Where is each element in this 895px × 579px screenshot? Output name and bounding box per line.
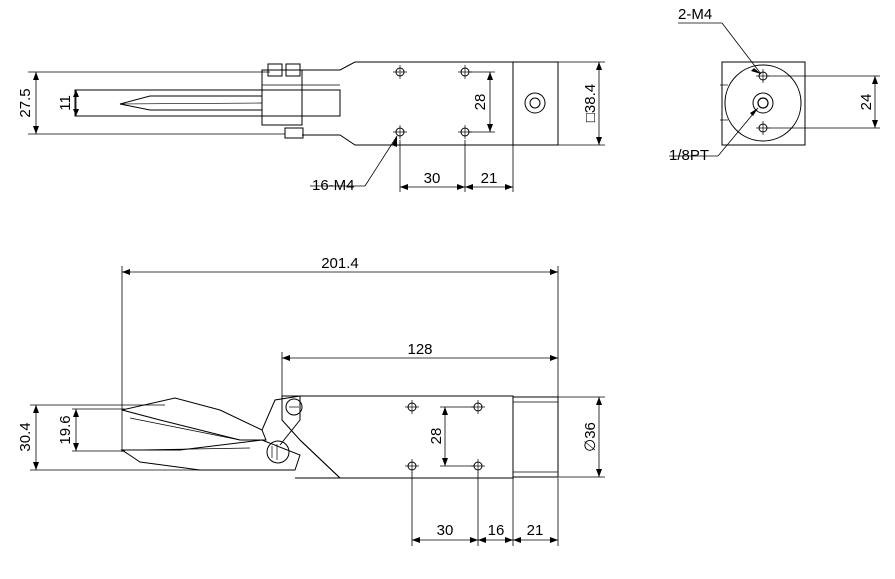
callout-1-8pt: 1/8PT: [669, 147, 709, 164]
end-square: [721, 61, 806, 146]
callout-16-m4: 16-M4: [312, 177, 355, 194]
dim-21-top: 21: [481, 170, 498, 187]
upper-jaw: [121, 397, 267, 441]
end-view: 24 2-M4 1/8PT: [669, 6, 880, 164]
end-circle: [724, 64, 802, 142]
dim-11: 11: [57, 95, 74, 111]
pivot-block: [261, 69, 303, 126]
blade-edge: [119, 102, 263, 105]
side-body: [281, 395, 514, 479]
dim-28-top: 28: [472, 94, 489, 111]
side-end-cap: [512, 396, 559, 478]
screw-head-1: [267, 63, 283, 77]
dim-30-side: 30: [437, 522, 454, 539]
lower-jaw: [120, 439, 301, 471]
side-view: 201.4 128 30.4 19.6 28 ∅36: [17, 255, 605, 546]
screw-head-3: [284, 127, 304, 139]
port-ring: [752, 92, 774, 114]
port-inner: [529, 97, 541, 109]
screw-head-2: [285, 63, 301, 77]
top-view: 27.5 11 28 □38.4 30 21 16-M4: [17, 61, 605, 194]
link-arm: [295, 439, 342, 479]
dim-201-4: 201.4: [321, 255, 359, 272]
dim-21-side: 21: [527, 522, 544, 539]
dim-30-4: 30.4: [17, 422, 34, 451]
dim-128: 128: [407, 341, 432, 358]
dim-square-38-4: □38.4: [582, 84, 599, 122]
dim-30-top: 30: [424, 170, 441, 187]
jaw-box: [74, 89, 341, 117]
callout-2-m4: 2-M4: [678, 6, 712, 23]
dim-24: 24: [858, 94, 875, 111]
dim-19-6: 19.6: [57, 415, 74, 444]
dim-diameter-36: ∅36: [582, 422, 599, 452]
port-center: [757, 97, 769, 109]
upper-pin: [285, 398, 303, 416]
dim-28-side: 28: [428, 428, 445, 445]
pivot-pin: [266, 440, 290, 464]
dim-16: 16: [488, 522, 505, 539]
port-circle: [524, 92, 546, 114]
end-cap: [512, 61, 559, 146]
mount-holes: [393, 65, 472, 139]
jaw-arm: [261, 395, 301, 446]
dim-27-5: 27.5: [17, 88, 34, 117]
